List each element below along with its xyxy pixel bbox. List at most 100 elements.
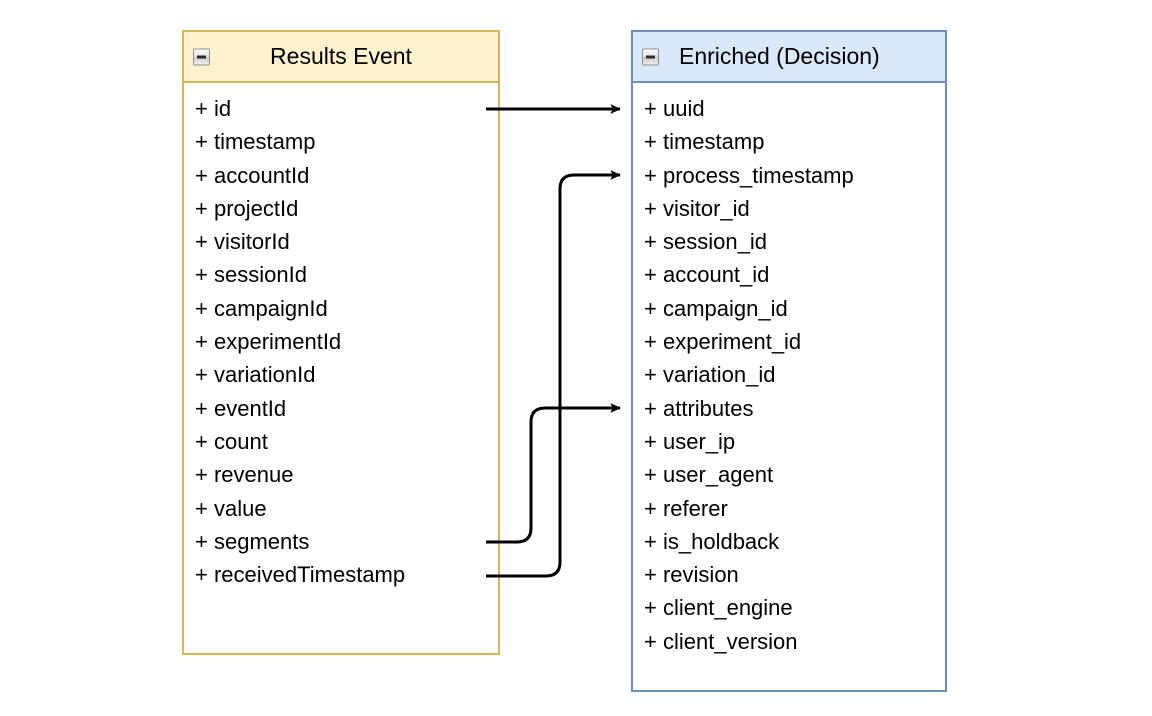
- entity-enriched-decision-title: Enriched (Decision): [679, 43, 880, 69]
- entity-results-event-title: Results Event: [270, 43, 412, 69]
- attribute-name: timestamp: [213, 129, 316, 155]
- collapse-minus-icon[interactable]: [642, 48, 659, 65]
- visibility-marker: +: [195, 229, 208, 255]
- attribute-row: + uuid: [644, 92, 945, 125]
- attribute-row: + revenue: [195, 458, 498, 491]
- attribute-row: + segments: [195, 525, 498, 558]
- attribute-name: client_engine: [662, 595, 793, 621]
- attribute-name: is_holdback: [662, 528, 780, 554]
- attribute-name: user_ip: [662, 428, 736, 454]
- attribute-name: referer: [662, 495, 728, 521]
- visibility-marker: +: [644, 295, 657, 321]
- visibility-marker: +: [195, 96, 208, 121]
- visibility-marker: +: [644, 528, 657, 554]
- attribute-name: session_id: [662, 229, 767, 255]
- entity-enriched-decision-header[interactable]: Enriched (Decision): [633, 32, 945, 83]
- attribute-name: revenue: [213, 462, 294, 488]
- attribute-row: + accountId: [195, 159, 498, 192]
- attribute-name: process_timestamp: [662, 162, 854, 188]
- attribute-row: + account_id: [644, 258, 945, 291]
- attribute-name: timestamp: [662, 129, 765, 155]
- attribute-row: + referer: [644, 492, 945, 525]
- visibility-marker: +: [195, 129, 208, 155]
- attribute-row: + sessionId: [195, 258, 498, 291]
- attribute-row: + attributes: [644, 392, 945, 425]
- attribute-row: + is_holdback: [644, 525, 945, 558]
- visibility-marker: +: [644, 595, 657, 621]
- visibility-marker: +: [644, 395, 657, 421]
- collapse-minus-icon[interactable]: [193, 48, 210, 65]
- attribute-name: account_id: [662, 262, 770, 288]
- visibility-marker: +: [644, 262, 657, 288]
- visibility-marker: +: [644, 96, 657, 121]
- attribute-name: experiment_id: [662, 329, 802, 355]
- attribute-row: + client_version: [644, 625, 945, 658]
- attribute-row: + visitorId: [195, 225, 498, 258]
- visibility-marker: +: [644, 162, 657, 188]
- visibility-marker: +: [644, 229, 657, 255]
- attribute-name: accountId: [213, 162, 310, 188]
- attribute-row: + receivedTimestamp: [195, 558, 498, 591]
- attribute-name: receivedTimestamp: [213, 562, 406, 588]
- attribute-row: + count: [195, 425, 498, 458]
- visibility-marker: +: [195, 528, 208, 554]
- visibility-marker: +: [644, 195, 657, 221]
- attribute-row: + process_timestamp: [644, 159, 945, 192]
- visibility-marker: +: [644, 362, 657, 388]
- visibility-marker: +: [644, 562, 657, 588]
- visibility-marker: +: [195, 428, 208, 454]
- visibility-marker: +: [644, 329, 657, 355]
- attribute-row: + campaignId: [195, 292, 498, 325]
- attribute-row: + variation_id: [644, 358, 945, 391]
- attribute-name: variation_id: [662, 362, 776, 388]
- attribute-row: + eventId: [195, 392, 498, 425]
- entity-results-event[interactable]: Results Event + id + timestamp + account…: [182, 30, 500, 655]
- attribute-row: + revision: [644, 558, 945, 591]
- attribute-row: + variationId: [195, 358, 498, 391]
- attribute-name: id: [213, 96, 232, 121]
- entity-results-event-header[interactable]: Results Event: [184, 32, 498, 83]
- attribute-name: visitorId: [213, 229, 290, 255]
- attribute-row: + value: [195, 492, 498, 525]
- visibility-marker: +: [644, 129, 657, 155]
- attribute-name: segments: [213, 528, 310, 554]
- attribute-row: + timestamp: [644, 125, 945, 158]
- visibility-marker: +: [644, 428, 657, 454]
- visibility-marker: +: [195, 562, 208, 588]
- attribute-name: experimentId: [213, 329, 342, 355]
- attribute-name: count: [213, 428, 268, 454]
- attribute-name: campaign_id: [662, 295, 788, 321]
- attribute-name: uuid: [662, 96, 705, 121]
- attribute-name: campaignId: [213, 295, 328, 321]
- visibility-marker: +: [195, 462, 208, 488]
- attribute-name: projectId: [213, 195, 299, 221]
- attribute-name: client_version: [662, 628, 798, 654]
- visibility-marker: +: [644, 495, 657, 521]
- attribute-row: + projectId: [195, 192, 498, 225]
- attribute-row: + visitor_id: [644, 192, 945, 225]
- attribute-row: + timestamp: [195, 125, 498, 158]
- attribute-name: eventId: [213, 395, 287, 421]
- visibility-marker: +: [195, 195, 208, 221]
- attribute-name: sessionId: [213, 262, 307, 288]
- attribute-row: + campaign_id: [644, 292, 945, 325]
- visibility-marker: +: [195, 162, 208, 188]
- attribute-row: + id: [195, 92, 498, 125]
- attribute-name: revision: [662, 562, 739, 588]
- entity-enriched-decision-attribute-list: + uuid + timestamp + process_timestamp +…: [633, 83, 945, 658]
- visibility-marker: +: [195, 329, 208, 355]
- attribute-row: + user_ip: [644, 425, 945, 458]
- connector-segments-to-attributes: [486, 403, 621, 544]
- visibility-marker: +: [195, 362, 208, 388]
- attribute-name: value: [213, 495, 267, 521]
- attribute-row: + user_agent: [644, 458, 945, 491]
- attribute-name: variationId: [213, 362, 316, 388]
- attribute-row: + experiment_id: [644, 325, 945, 358]
- attribute-row: + client_engine: [644, 591, 945, 624]
- attribute-name: user_agent: [662, 462, 774, 488]
- entity-enriched-decision[interactable]: Enriched (Decision) + uuid + timestamp +…: [631, 30, 947, 692]
- attribute-row: + experimentId: [195, 325, 498, 358]
- connector-receivedtimestamp-to-process-timestamp: [486, 170, 621, 578]
